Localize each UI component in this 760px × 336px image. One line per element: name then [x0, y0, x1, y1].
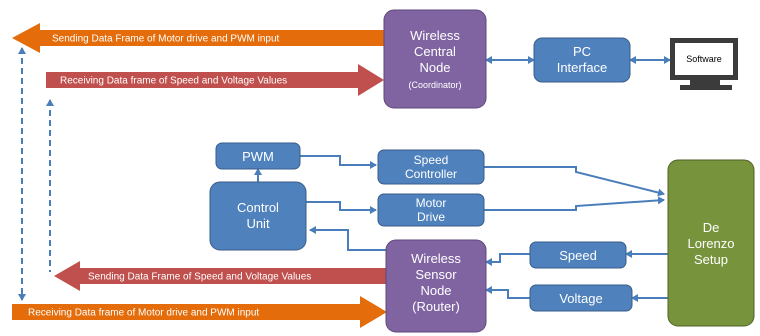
motor-drive-line1: Motor: [416, 196, 447, 210]
bottom-send-arrow-shape: [54, 261, 386, 291]
wireless-sensor-node-line4: (Router): [412, 299, 460, 314]
wireless-central-node-line3: Node: [419, 60, 450, 75]
speed-block: Speed: [529, 241, 627, 269]
speed-controller-block: Speed Controller: [377, 149, 485, 185]
connector-speed-sensor: [485, 253, 530, 266]
voltage-box: [529, 284, 633, 312]
speed-label: Speed: [559, 248, 597, 263]
connector-motor-setup: [484, 196, 665, 211]
control-unit-line1: Control: [237, 200, 279, 215]
wireless-central-node-sub: (Coordinator): [408, 80, 461, 90]
wireless-sensor-node: Wireless Sensor Node (Router): [385, 239, 487, 333]
speed-controller-line2: Controller: [405, 167, 457, 181]
monitor-neck: [690, 80, 720, 85]
wireless-central-node-box: [383, 9, 487, 109]
wireless-sensor-node-line2: Sensor: [415, 267, 457, 282]
pc-interface: PC Interface: [533, 37, 631, 83]
pwm-box: [215, 142, 301, 170]
top-send-arrow-label: Sending Data Frame of Motor drive and PW…: [52, 34, 280, 45]
connector-control-motor: [306, 201, 377, 214]
voltage-block: Voltage: [529, 284, 633, 312]
connector-speedctl-setup: [484, 166, 665, 197]
speed-controller-line1: Speed: [414, 153, 449, 167]
pc-interface-line1: PC: [573, 44, 591, 59]
de-lorenzo-setup-line2: Lorenzo: [688, 236, 735, 251]
speed-controller-box: [377, 149, 485, 185]
top-receive-arrow-label: Receiving Data frame of Speed and Voltag…: [60, 76, 287, 87]
pc-interface-line2: Interface: [557, 60, 608, 75]
control-unit-box: [209, 181, 307, 251]
wireless-sensor-node-line1: Wireless: [411, 251, 461, 266]
de-lorenzo-setup-box: [667, 159, 755, 327]
monitor-screen: [675, 43, 733, 75]
motor-drive-block: Motor Drive: [377, 193, 485, 227]
monitor-base: [680, 85, 732, 90]
bottom-send-arrow-label: Sending Data Frame of Speed and Voltage …: [88, 272, 311, 283]
wireless-central-node-line1: Wireless: [410, 28, 460, 43]
software-label: Software: [686, 54, 722, 64]
top-receive-arrow-shape: [46, 64, 384, 96]
bottom-receive-arrow-shape: [12, 296, 387, 328]
control-unit-line2: Unit: [246, 216, 270, 231]
de-lorenzo-setup-line1: De: [703, 220, 720, 235]
wireless-central-node-line2: Central: [414, 44, 456, 59]
top-send-arrow: Sending Data Frame of Motor drive and PW…: [12, 23, 384, 53]
bottom-receive-arrow: Receiving Data frame of Motor drive and …: [12, 296, 387, 328]
motor-drive-line2: Drive: [417, 210, 445, 224]
motor-drive-box: [377, 193, 485, 227]
de-lorenzo-setup-block: De Lorenzo Setup: [667, 159, 755, 327]
top-receive-arrow: Receiving Data frame of Speed and Voltag…: [46, 64, 384, 96]
software-monitor-icon: Software: [670, 38, 738, 90]
connector-pwm-speed-controller: [300, 155, 377, 169]
wireless-central-node: Wireless Central Node (Coordinator): [383, 9, 487, 109]
pwm-label: PWM: [242, 149, 274, 164]
voltage-label: Voltage: [559, 291, 602, 306]
wireless-sensor-node-line3: Node: [420, 283, 451, 298]
bottom-receive-arrow-label: Receiving Data frame of Motor drive and …: [28, 308, 259, 319]
connector-voltage-sensor: [485, 286, 530, 299]
top-send-arrow-shape: [12, 23, 384, 53]
wireless-sensor-node-box: [385, 239, 487, 333]
pc-interface-box: [533, 37, 631, 83]
connector-sensor-control: [309, 226, 394, 251]
pwm-block: PWM: [215, 142, 301, 170]
bottom-send-arrow: Sending Data Frame of Speed and Voltage …: [54, 261, 386, 291]
control-unit-block: Control Unit: [209, 181, 307, 251]
de-lorenzo-setup-line3: Setup: [694, 252, 728, 267]
speed-box: [529, 241, 627, 269]
